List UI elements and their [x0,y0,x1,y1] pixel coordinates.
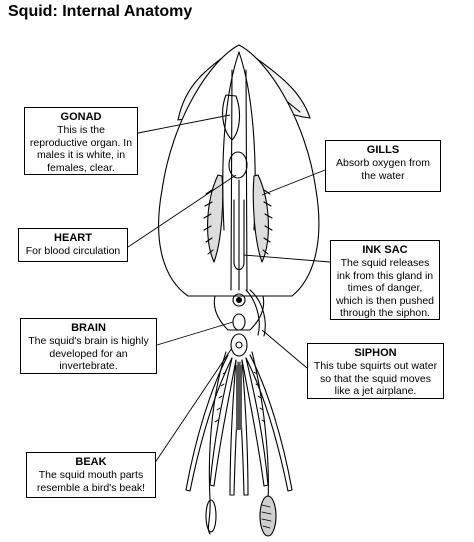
siphon-callout: SIPHON This tube squirts out water so th… [307,343,444,399]
right-gill [252,174,269,263]
gills-leader [261,169,326,196]
heart-description: For blood circulation [25,245,121,257]
siphon-description: This tube squirts out water so that the … [313,360,438,397]
heart-organ [228,151,248,179]
eye [232,293,246,307]
brain-label: BRAIN [71,322,106,334]
brain-leader [156,321,234,346]
heart-label: HEART [54,232,92,244]
siphon-tube [245,289,260,336]
inksac-label: INK SAC [362,244,408,256]
tentacle-club [259,495,277,537]
buccal-mass [230,333,248,357]
gonad-leader [137,114,231,134]
beak-label: BEAK [75,456,107,468]
gills-label: GILLS [366,144,400,156]
inksac-callout: INK SAC The squid releases ink from this… [330,240,440,320]
gills-callout: GILLS Absorb oxygen from the water [325,140,441,192]
head [213,295,265,331]
brain-callout: BRAIN The squid's brain is highly develo… [20,318,157,374]
heart-leader [127,174,237,248]
heart-callout: HEART For blood circulation [18,228,128,262]
inksac-leader [243,254,331,263]
brain-description: The squid's brain is highly developed fo… [28,335,149,372]
beak-description: The squid mouth parts resemble a bird's … [36,469,146,494]
left-gill [207,174,224,263]
page-title: Squid: Internal Anatomy [8,3,193,20]
gonad-label: GONAD [60,111,102,123]
siphon-leader [261,329,308,369]
beak-callout: BEAK The squid mouth parts resemble a bi… [26,452,156,498]
mantle [158,44,320,297]
gonad-description: This is the reproductive organ. In males… [29,124,133,174]
inksac-description: The squid releases ink from this gland i… [335,257,435,319]
gills-description: Absorb oxygen from the water [336,157,430,182]
gonad-callout: GONAD This is the reproductive organ. In… [24,107,138,175]
siphon-label: SIPHON [354,347,397,359]
gonad-organ [222,94,241,141]
